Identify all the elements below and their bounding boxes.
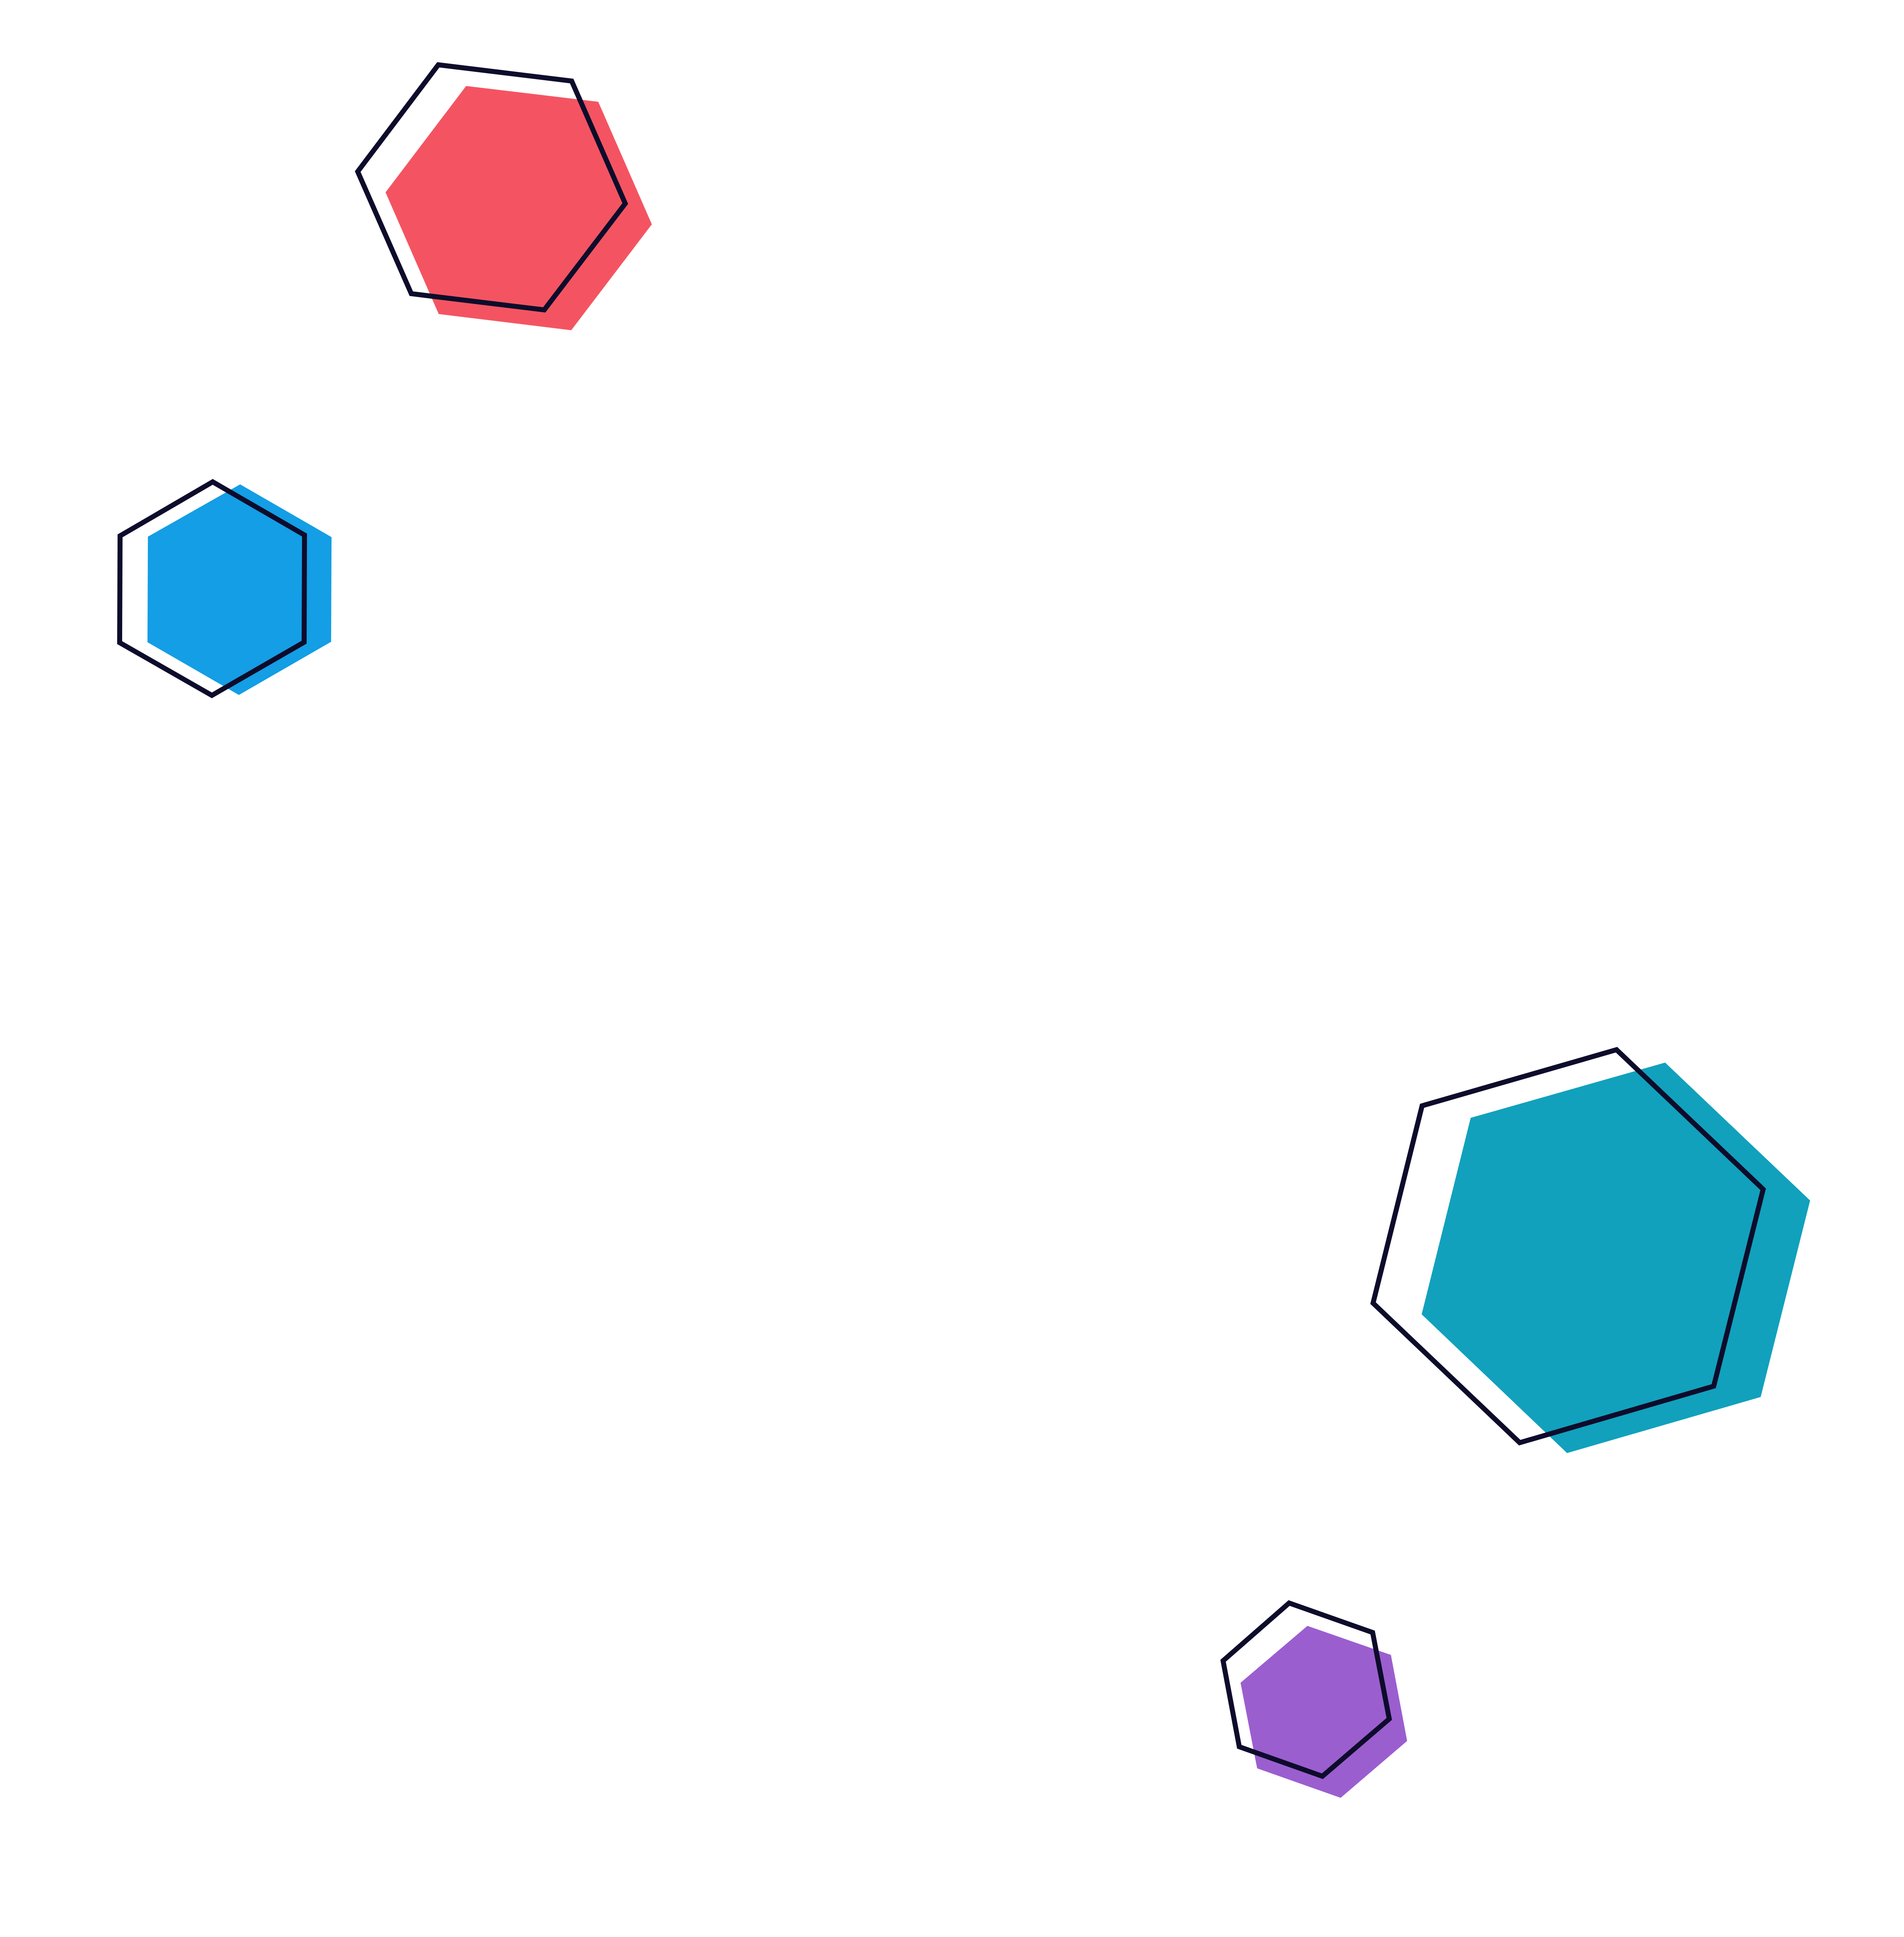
hexagon-blue-fill [147,484,332,695]
hexagon-teal-fill [1422,1063,1810,1453]
hexagon-purple-group [1220,1600,1407,1798]
hexagon-purple-outline [1220,1600,1392,1779]
hexagon-blue-group [117,479,332,698]
hexagon-purple-fill [1241,1626,1407,1798]
hexagon-coral-group [355,62,652,330]
hexagon-coral-fill [386,86,652,330]
hexagon-teal-outline [1370,1047,1766,1446]
hexagon-coral-outline [355,62,628,313]
hexagon-teal-group [1370,1047,1810,1453]
hexagon-blue-outline [117,479,307,698]
